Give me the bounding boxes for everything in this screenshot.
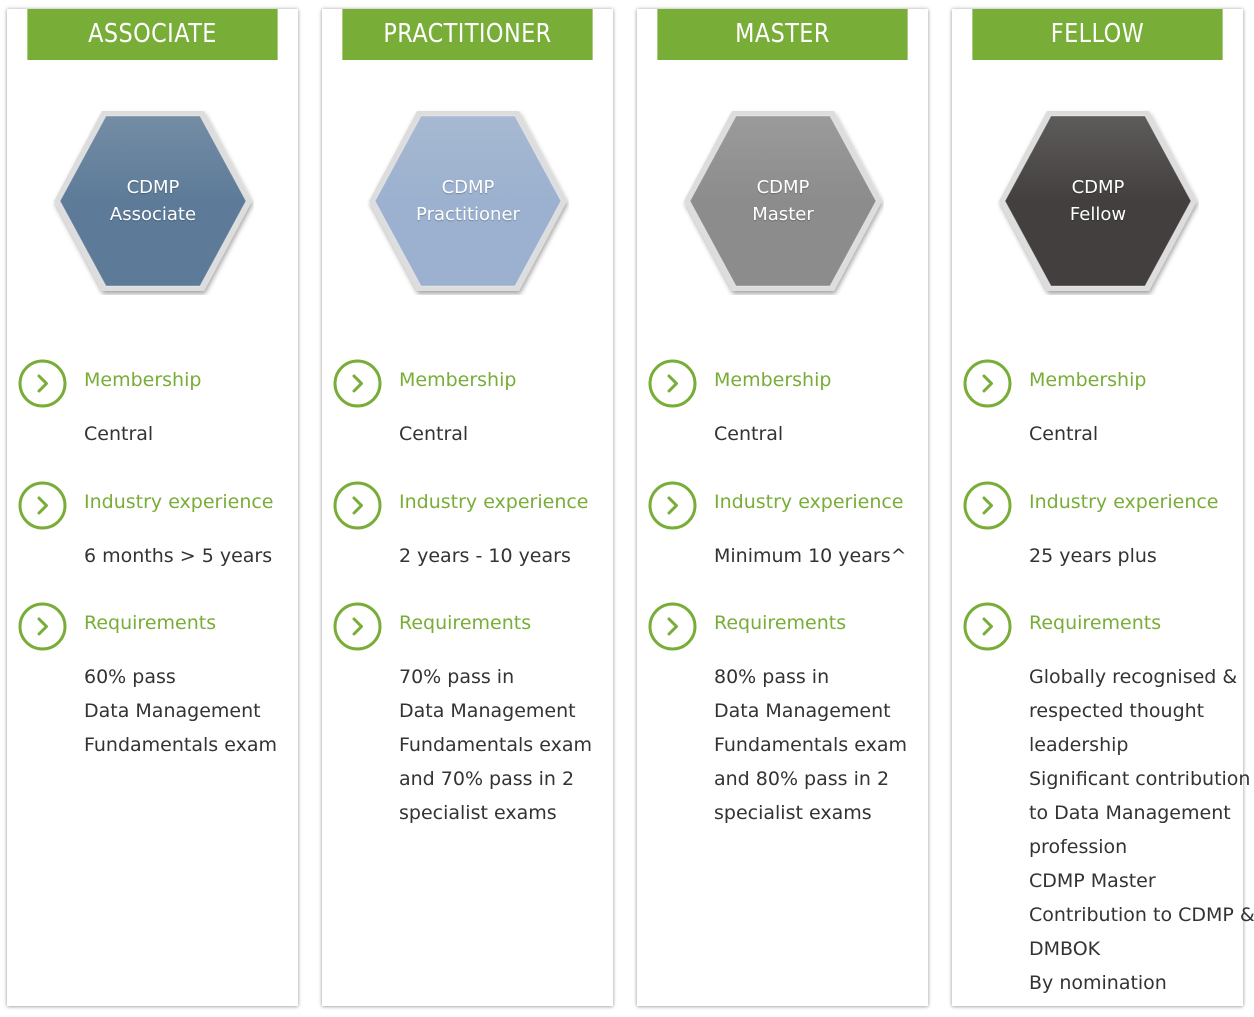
chevron-right-circle-icon — [648, 359, 697, 408]
experience-value: 2 years - 10 years — [399, 539, 611, 573]
requirements-line: Data Management — [399, 700, 576, 722]
membership-value-text: Central — [714, 423, 784, 445]
requirements-line: Globally recognised & — [1029, 666, 1238, 688]
experience-value: 25 years plus — [1029, 539, 1241, 573]
membership-value: Central — [399, 417, 611, 451]
requirements-line: 70% pass in — [399, 666, 515, 688]
chevron-right-circle-icon — [963, 602, 1012, 651]
membership-title: Membership — [1029, 369, 1147, 391]
requirements-line: Fundamentals exam — [84, 734, 277, 756]
requirements-list: Globally recognised & respected thought le… — [1029, 660, 1254, 1000]
chevron-right-circle-icon — [333, 359, 382, 408]
hexagon-badge: CDMP Fellow — [997, 107, 1199, 295]
experience-title: Industry experience — [84, 491, 274, 513]
membership-title: Membership — [399, 369, 517, 391]
card-header-title: FELLOW — [972, 9, 1223, 60]
membership-title: Membership — [714, 369, 832, 391]
membership-value-text: Central — [84, 423, 154, 445]
badge-label-line: Fellow — [1069, 204, 1127, 225]
hexagon-badge-shape — [54, 111, 252, 291]
requirements-title: Requirements — [399, 612, 532, 634]
hexagon-badge: CDMP Associate — [52, 107, 254, 295]
chevron-right-circle-icon — [18, 481, 67, 530]
experience-value: Minimum 10 years^ — [714, 539, 926, 573]
requirements-line: DMBOK — [1029, 938, 1101, 960]
hexagon-badge-shape — [999, 111, 1197, 291]
badge-label-line: Practitioner — [416, 204, 520, 225]
requirements-line: Contribution to CDMP & — [1029, 904, 1254, 926]
requirements-line: Fundamentals exam — [714, 734, 907, 756]
chevron-right-circle-icon — [648, 602, 697, 651]
hexagon-badge-shape — [369, 111, 567, 291]
chevron-right-circle-icon — [333, 602, 382, 651]
membership-value: Central — [84, 417, 296, 451]
badge-label-line: CDMP — [441, 177, 495, 198]
hexagon-badge: CDMP Practitioner — [367, 107, 569, 295]
membership-value-text: Central — [399, 423, 469, 445]
experience-title: Industry experience — [714, 491, 904, 513]
badge-label-line: CDMP — [1071, 177, 1125, 198]
experience-title: Industry experience — [399, 491, 589, 513]
membership-value: Central — [714, 417, 926, 451]
requirements-line: 80% pass in — [714, 666, 830, 688]
requirements-line: 60% pass — [84, 666, 176, 688]
card-header-title: MASTER — [657, 9, 908, 60]
requirements-line: and 70% pass in 2 — [399, 768, 575, 790]
experience-title: Industry experience — [1029, 491, 1219, 513]
requirements-title: Requirements — [714, 612, 847, 634]
membership-title: Membership — [84, 369, 202, 391]
requirements-line: specialist exams — [399, 802, 557, 824]
experience-value-text: Minimum 10 years^ — [714, 545, 907, 567]
requirements-line: Data Management — [84, 700, 261, 722]
experience-value-text: 25 years plus — [1029, 545, 1157, 567]
hexagon-badge-label: CDMP Master — [682, 107, 884, 295]
requirements-line: respected thought — [1029, 700, 1205, 722]
hexagon-badge-label: CDMP Associate — [52, 107, 254, 295]
requirements-title: Requirements — [1029, 612, 1162, 634]
chevron-right-circle-icon — [18, 359, 67, 408]
card-header-title: ASSOCIATE — [27, 9, 278, 60]
experience-value-text: 2 years - 10 years — [399, 545, 571, 567]
requirements-line: Data Management — [714, 700, 891, 722]
requirements-line: CDMP Master — [1029, 870, 1156, 892]
hexagon-badge-label: CDMP Fellow — [997, 107, 1199, 295]
badge-label-line: Associate — [109, 204, 197, 225]
requirements-line: By nomination — [1029, 972, 1167, 994]
card-header-title: PRACTITIONER — [342, 9, 593, 60]
requirements-line: specialist exams — [714, 802, 872, 824]
chevron-right-circle-icon — [963, 359, 1012, 408]
experience-value: 6 months > 5 years — [84, 539, 296, 573]
hexagon-badge: CDMP Master — [682, 107, 884, 295]
requirements-line: leadership — [1029, 734, 1129, 756]
chevron-right-circle-icon — [648, 481, 697, 530]
badge-label-line: Master — [752, 204, 814, 225]
chevron-right-circle-icon — [333, 481, 382, 530]
requirements-line: Fundamentals exam — [399, 734, 592, 756]
chevron-right-circle-icon — [18, 602, 67, 651]
experience-value-text: 6 months > 5 years — [84, 545, 273, 567]
requirements-line: and 80% pass in 2 — [714, 768, 890, 790]
requirements-line: to Data Management — [1029, 802, 1231, 824]
hexagon-badge-shape — [684, 111, 882, 291]
badge-label-line: CDMP — [756, 177, 810, 198]
membership-value: Central — [1029, 417, 1241, 451]
requirements-line: Significant contribution — [1029, 768, 1251, 790]
membership-value-text: Central — [1029, 423, 1099, 445]
chevron-right-circle-icon — [963, 481, 1012, 530]
requirements-line: profession — [1029, 836, 1128, 858]
hexagon-badge-label: CDMP Practitioner — [367, 107, 569, 295]
requirements-title: Requirements — [84, 612, 217, 634]
badge-label-line: CDMP — [126, 177, 180, 198]
